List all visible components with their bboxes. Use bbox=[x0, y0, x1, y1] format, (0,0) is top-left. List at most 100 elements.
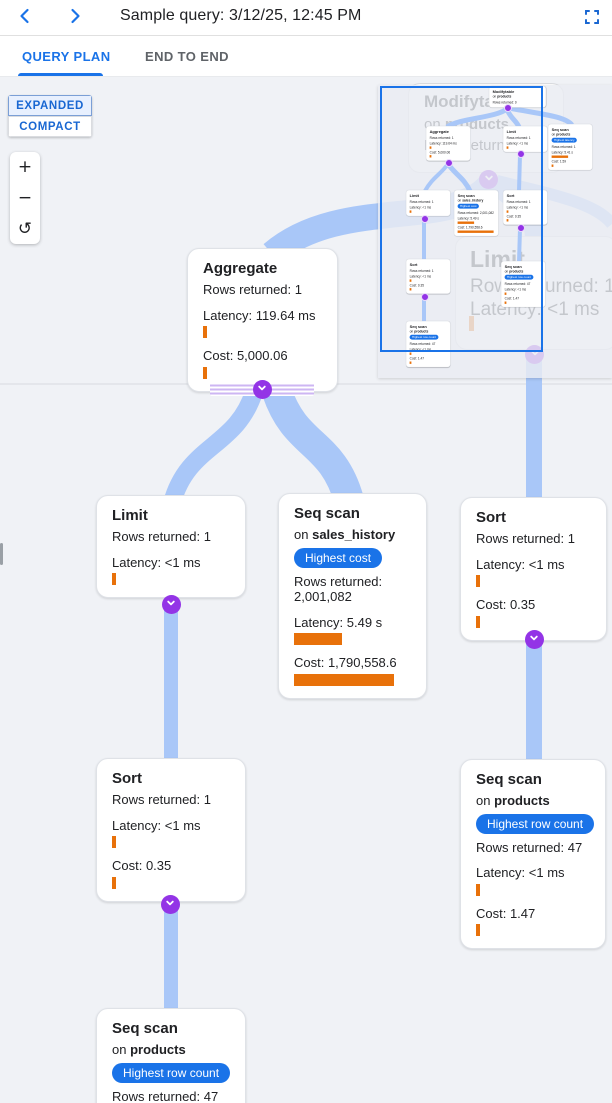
collapse-node-button[interactable] bbox=[524, 629, 544, 649]
node-title: Aggregate bbox=[203, 260, 278, 277]
metric-bar bbox=[551, 155, 569, 158]
zoom-out-button[interactable]: − bbox=[10, 183, 40, 213]
reset-zoom-button[interactable]: ↺ bbox=[10, 214, 40, 244]
node-subtitle: on products bbox=[409, 329, 429, 334]
zoom-controls: + − ↺ bbox=[10, 152, 40, 244]
node-metric: Cost: 0.35 bbox=[476, 597, 591, 628]
compact-toggle-button[interactable]: COMPACT bbox=[8, 116, 92, 137]
expanded-toggle-button[interactable]: EXPANDED bbox=[8, 95, 92, 116]
node-metric: Rows returned: 47 bbox=[112, 1089, 230, 1103]
metric-bar bbox=[409, 279, 412, 282]
node-badge: Highest row count bbox=[476, 813, 595, 834]
node-metric: Latency: <1 ms bbox=[476, 865, 590, 896]
node-metric-label: Latency: <1 ms bbox=[112, 817, 201, 833]
node-metric: Rows returned: 1 bbox=[112, 792, 230, 808]
node-metric-label: Rows returned: 1 bbox=[551, 145, 576, 149]
node-title: Sort bbox=[476, 509, 506, 526]
node-title: Seq scan bbox=[476, 771, 542, 788]
node-subtitle: on products bbox=[112, 1042, 186, 1057]
tab-bar: QUERY PLAN END TO END bbox=[0, 36, 612, 77]
metric-bar bbox=[294, 633, 342, 646]
node-metric: Rows returned: 47 bbox=[410, 342, 447, 346]
metric-bar bbox=[476, 883, 480, 896]
fullscreen-icon bbox=[583, 8, 601, 29]
node-metric: Rows returned: 2,001,082 bbox=[294, 574, 411, 605]
active-tab-indicator bbox=[18, 73, 103, 76]
zoom-in-button[interactable]: + bbox=[10, 152, 40, 182]
forward-button[interactable] bbox=[63, 5, 87, 29]
node-metric-label: Rows returned: 1 bbox=[409, 269, 434, 273]
collapse-node-button[interactable] bbox=[160, 894, 180, 914]
metric-bar bbox=[112, 836, 116, 849]
node-title: Sort bbox=[112, 770, 142, 787]
node-metric: Latency: 5.41 s bbox=[551, 151, 589, 158]
collapse-node-button[interactable] bbox=[161, 594, 181, 614]
node-metric: Latency: <1 ms bbox=[112, 555, 230, 586]
node-metric: Latency: <1 ms bbox=[409, 274, 447, 282]
metric-bar bbox=[409, 361, 412, 364]
scrollbar-thumb[interactable] bbox=[0, 543, 3, 565]
node-metric-label: Rows returned: 1 bbox=[203, 282, 302, 297]
node-metric: Latency: 5.49 s bbox=[294, 615, 411, 646]
node-title: Seq scan bbox=[551, 127, 569, 132]
node-metric-label: Latency: <1 ms bbox=[112, 554, 201, 570]
node-metric-label: Latency: <1 ms bbox=[409, 274, 432, 279]
back-button[interactable] bbox=[13, 5, 37, 29]
node-title: Sort bbox=[409, 262, 418, 267]
node-subtitle: on products bbox=[476, 793, 550, 808]
node-subtitle: on sales_history bbox=[294, 527, 396, 542]
node-metric-label: Cost: 1.47 bbox=[476, 905, 536, 921]
node-metric-label: Cost: 0.35 bbox=[112, 858, 172, 874]
chevron-down-icon bbox=[527, 631, 541, 648]
metric-bar bbox=[409, 288, 412, 291]
tab-end-to-end[interactable]: END TO END bbox=[145, 48, 229, 64]
node-metric: Cost: 0.35 bbox=[112, 858, 230, 889]
collapse-node-button[interactable] bbox=[252, 379, 272, 399]
metric-bar bbox=[476, 575, 480, 588]
chevron-down-icon bbox=[255, 381, 269, 398]
fullscreen-button[interactable] bbox=[580, 6, 604, 30]
node-metric-label: Latency: 5.41 s bbox=[551, 151, 573, 155]
node-metric-label: Latency: <1 ms bbox=[476, 556, 565, 572]
node-metric-label: Cost: 1,790,558.6 bbox=[294, 655, 397, 671]
metric-bar bbox=[476, 615, 480, 628]
chevron-down-icon bbox=[163, 896, 177, 913]
tab-query-plan[interactable]: QUERY PLAN bbox=[22, 48, 111, 64]
minimap-viewport[interactable] bbox=[380, 86, 543, 352]
node-metric: Rows returned: 1 bbox=[203, 282, 322, 298]
node-metric: Cost: 1,790,558.6 bbox=[294, 655, 411, 686]
node-metric: Rows returned: 47 bbox=[476, 840, 590, 856]
node-metric-label: Latency: <1 ms bbox=[476, 865, 565, 881]
header: Sample query: 3/12/25, 12:45 PM bbox=[0, 0, 612, 36]
metric-bar bbox=[294, 673, 394, 686]
query-plan-canvas[interactable]: Modifytable on products Rows returned: 0… bbox=[0, 77, 612, 1103]
node-metric: Latency: <1 ms bbox=[112, 818, 230, 849]
node-metric: Cost: 5,000.06 bbox=[203, 348, 322, 379]
chevron-right-icon bbox=[66, 7, 84, 28]
metric-bar bbox=[112, 876, 116, 889]
node-title: Limit bbox=[112, 507, 148, 524]
node-badge: Highest row count bbox=[409, 334, 439, 340]
node-badge: Highest latency bbox=[551, 137, 577, 143]
page-title: Sample query: 3/12/25, 12:45 PM bbox=[120, 7, 362, 24]
chevron-left-icon bbox=[16, 7, 34, 28]
node-metric-label: Rows returned: 47 bbox=[409, 342, 436, 346]
node-metric-label: Cost: 1.59 bbox=[551, 159, 566, 164]
node-metric: Cost: 1.47 bbox=[409, 357, 447, 364]
node-metric: Rows returned: 1 bbox=[476, 531, 591, 547]
node-metric-label: Latency: 119.64 ms bbox=[203, 307, 316, 323]
node-metric: Latency: <1 ms bbox=[409, 348, 447, 355]
metric-bar bbox=[203, 366, 207, 379]
node-metric-label: Latency: <1 ms bbox=[409, 348, 432, 352]
metric-bar bbox=[112, 573, 116, 586]
